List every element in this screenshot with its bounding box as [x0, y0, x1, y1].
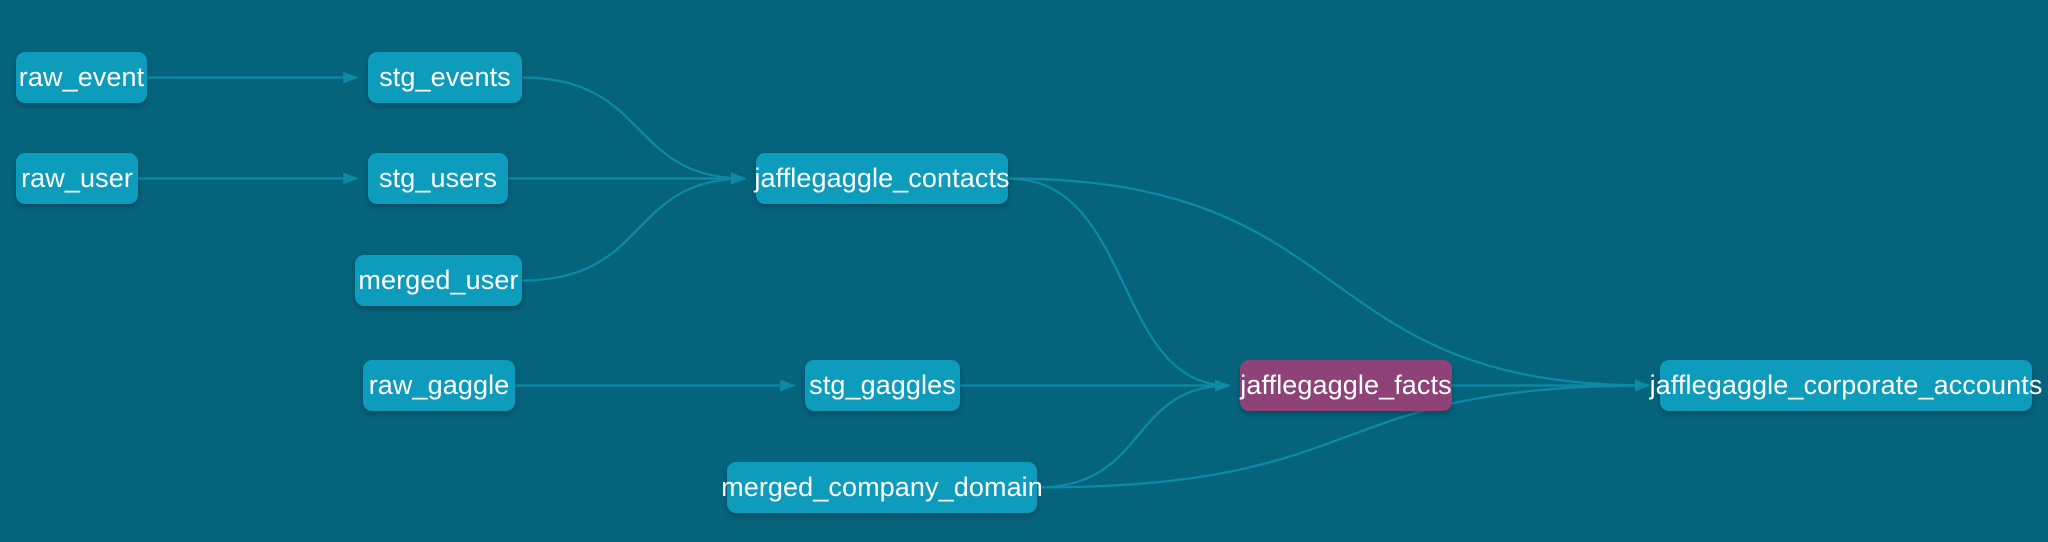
graph-edge-jafflegaggle_contacts-to-jafflegaggle_corporate_accounts — [1007, 177, 1651, 392]
graph-node-raw_event[interactable]: raw_event — [16, 52, 147, 103]
graph-node-raw_user[interactable]: raw_user — [16, 153, 138, 204]
graph-node-label: raw_user — [21, 163, 133, 193]
graph-node-label: raw_gaggle — [368, 370, 510, 400]
graph-node-merged_company_domain[interactable]: merged_company_domain — [721, 462, 1043, 513]
graph-node-label: jafflegaggle_contacts — [754, 163, 1010, 193]
graph-node-label: jafflegaggle_facts — [1240, 370, 1452, 400]
graph-node-stg_users[interactable]: stg_users — [368, 153, 508, 204]
graph-edge-merged_user-to-jafflegaggle_contacts — [521, 172, 747, 282]
graph-node-label: raw_event — [18, 62, 145, 92]
graph-node-label: merged_company_domain — [721, 472, 1043, 502]
graph-node-raw_gaggle[interactable]: raw_gaggle — [363, 360, 515, 411]
graph-edge-jafflegaggle_contacts-to-jafflegaggle_facts — [1007, 177, 1231, 392]
graph-node-label: stg_gaggles — [809, 370, 956, 400]
graph-node-stg_gaggles[interactable]: stg_gaggles — [805, 360, 960, 411]
graph-node-jafflegaggle_corporate_accounts[interactable]: jafflegaggle_corporate_accounts — [1650, 360, 2042, 411]
graph-edge-merged_company_domain-to-jafflegaggle_facts — [1036, 379, 1231, 489]
graph-node-label: stg_users — [379, 163, 497, 193]
graph-node-stg_events[interactable]: stg_events — [368, 52, 522, 103]
graph-node-jafflegaggle_facts[interactable]: jafflegaggle_facts — [1240, 360, 1452, 411]
graph-node-merged_user[interactable]: merged_user — [355, 255, 522, 306]
graph-node-jafflegaggle_contacts[interactable]: jafflegaggle_contacts — [754, 153, 1010, 204]
graph-edge-merged_company_domain-to-jafflegaggle_corporate_accounts — [1036, 379, 1651, 489]
graph-node-label: merged_user — [358, 265, 519, 295]
graph-edge-stg_events-to-jafflegaggle_contacts — [521, 76, 747, 185]
graph-node-label: stg_events — [379, 62, 511, 92]
graph-node-label: jafflegaggle_corporate_accounts — [1649, 370, 2043, 400]
